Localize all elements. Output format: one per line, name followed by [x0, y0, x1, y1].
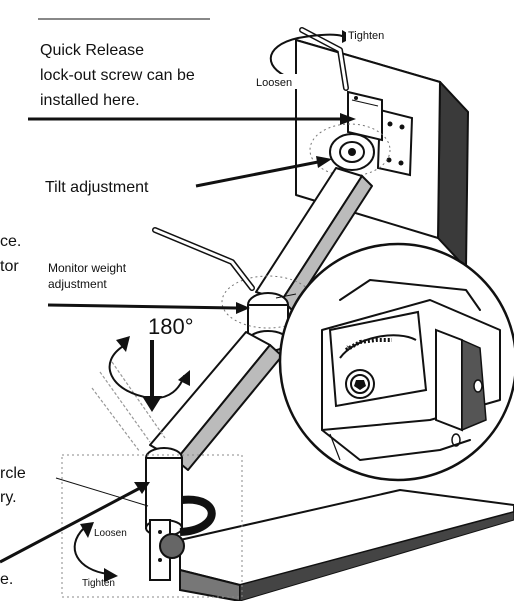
- base-leader: [0, 482, 150, 564]
- quick-release-leader: [28, 113, 356, 125]
- rcle-leader: [55, 477, 149, 507]
- quick-release-line-2: lock-out screw can be: [40, 67, 195, 84]
- loosen-bottom-label: Loosen: [94, 528, 127, 539]
- tighten-top-bg: [346, 28, 398, 42]
- rcle-fragment: rcle: [0, 465, 26, 482]
- lower-arm: [149, 331, 283, 471]
- tilt-leader: [195, 156, 332, 188]
- tilt-head: [309, 123, 391, 177]
- quick-release-line-3: installed here.: [40, 92, 140, 109]
- svg-text:×: ×: [346, 343, 351, 352]
- weight-leader: [47, 302, 250, 314]
- e-fragment: e.: [0, 571, 13, 588]
- tighten-top-label: Tighten: [348, 30, 384, 42]
- detail-magnifier: ×: [275, 242, 514, 482]
- quick-release-bracket: [347, 90, 383, 142]
- tighten-arrow-bottom: [73, 522, 118, 582]
- weight-line-2: adjustment: [48, 277, 107, 291]
- loosen-top-bg: [252, 74, 304, 89]
- rotation-arrow: [108, 336, 190, 412]
- tor-fragment: tor: [0, 258, 19, 275]
- ce-fragment: ce.: [0, 233, 21, 250]
- quick-release-line-1: Quick Release: [40, 42, 144, 59]
- allen-key-elbow: [152, 227, 255, 291]
- desk-clamp: [149, 495, 216, 581]
- weight-line-1: Monitor weight: [48, 261, 127, 275]
- allen-key-top: [299, 27, 349, 91]
- loosen-top-label: Loosen: [256, 77, 292, 89]
- tilt-label: Tilt adjustment: [45, 179, 149, 196]
- lower-arm-ghost: [91, 361, 166, 453]
- elbow-joint: [221, 275, 315, 352]
- vesa-plate: [376, 108, 414, 177]
- clamp-detail-box: [61, 454, 243, 598]
- desk: [179, 489, 514, 601]
- rotation-label: 180°: [148, 314, 194, 339]
- ry-fragment: ry.: [0, 489, 17, 506]
- tighten-bottom-label: Tighten: [82, 578, 115, 589]
